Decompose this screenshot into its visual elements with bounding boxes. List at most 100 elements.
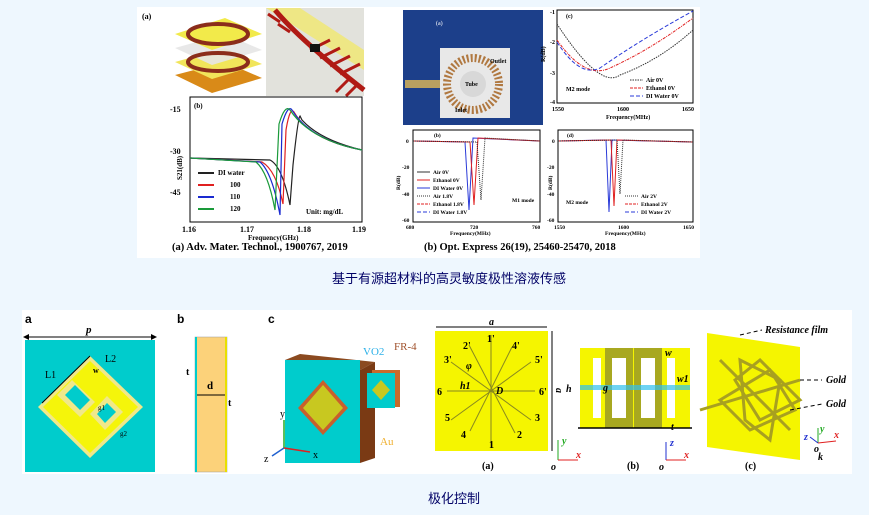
caption-sensing: 基于有源超材料的高灵敏度极性溶液传感 — [332, 272, 567, 287]
y-tick: -40 — [547, 192, 555, 198]
dim-label: p — [85, 324, 92, 336]
material-label: Gold — [826, 375, 847, 386]
photo-annotation: Outlet — [490, 59, 506, 65]
axis-label: o — [659, 462, 664, 473]
bottom-figure: a p L1 L2 w g1 g2 b t d t — [22, 310, 852, 474]
panel-label: b — [177, 312, 184, 326]
star-resonator-3d-view: Resistance film Gold Gold (c) y x z o k — [699, 325, 847, 472]
y-axis-label: R(dB) — [540, 46, 547, 62]
s21-chart: (b) -15 -30 -45 1.16 1.17 1.18 1.19 Freq… — [170, 96, 366, 242]
dim-label: D — [495, 386, 503, 397]
chart-c: (c) -1 -2 -3 -4 1550 1600 1650 Frequency… — [540, 9, 694, 121]
layered-sensor-rendering: (a) — [142, 12, 262, 93]
y-tick: -60 — [402, 218, 410, 224]
unit-cell-side-view: b t d t — [177, 312, 232, 473]
panel-label: c — [268, 312, 275, 326]
series-di-water — [189, 114, 363, 206]
legend-label: DI Water 0V — [433, 186, 463, 192]
dim-label: w — [93, 366, 99, 375]
axis-label: y — [819, 424, 825, 435]
citation-right: (b) Opt. Express 26(19), 25460-25470, 20… — [424, 242, 616, 253]
y-tick: -20 — [402, 165, 410, 171]
axis-label: o — [814, 444, 819, 455]
citation-left: (a) Adv. Mater. Technol., 1900767, 2019 — [172, 242, 348, 253]
legend-label: Air 2V — [641, 194, 657, 200]
legend-label: DI water — [218, 169, 245, 177]
dim-label: w1 — [677, 374, 689, 385]
photo-annotation: Inlet — [455, 108, 467, 114]
legend-label: Ethanol 2V — [641, 202, 668, 208]
material-label: Resistance film — [764, 325, 828, 336]
x-axis-label: Frequency(MHz) — [450, 230, 491, 237]
y-tick: 0 — [406, 139, 409, 145]
spoke-label: 3' — [444, 355, 452, 366]
panel-label: (a) — [436, 20, 443, 27]
y-tick: -45 — [170, 188, 181, 197]
axis-label: z — [264, 454, 269, 465]
x-tick: 1.16 — [182, 225, 196, 234]
axis-label: y — [561, 436, 567, 447]
legend-label: Ethanol 0V — [433, 178, 460, 184]
x-tick: 1650 — [683, 225, 694, 231]
legend: DI water 100 110 120 — [198, 169, 245, 213]
axis-label: o — [551, 462, 556, 473]
axis-label: z — [669, 438, 674, 449]
legend-label: Ethanol 1.8V — [433, 202, 464, 208]
dim-label: h1 — [460, 381, 471, 392]
axis-label: x — [313, 450, 318, 461]
spoke-label: 5 — [445, 413, 450, 424]
spoke-label: 6 — [437, 387, 442, 398]
mode-label: M2 mode — [566, 87, 590, 93]
x-tick: 720 — [470, 225, 479, 231]
caption-polarization: 极化控制 — [428, 492, 481, 507]
y-tick: -30 — [170, 147, 181, 156]
dim-label: t — [228, 398, 232, 409]
x-tick: 1.19 — [352, 225, 366, 234]
panel-label: a — [25, 312, 32, 326]
legend-label: DI Water 1.8V — [433, 210, 467, 216]
panel-label: (b) — [194, 102, 203, 110]
mode-label: M1 mode — [512, 198, 535, 204]
legend-label: Ethanol 0V — [646, 86, 676, 92]
y-tick: -1 — [550, 10, 555, 16]
dim-label: L1 — [45, 370, 56, 381]
legend-label: DI Water 0V — [646, 94, 679, 100]
angle-label: φ — [466, 361, 472, 372]
unit-cell-3d-view: c VO2 FR-4 Au y x z — [264, 312, 417, 465]
dim-label: a — [553, 388, 564, 393]
y-tick: -4 — [550, 100, 555, 106]
top-figure: (a) (b) -15 -30 -45 1.16 1.17 1.18 1.19 — [137, 7, 700, 258]
wave-vector-label: k — [818, 452, 823, 463]
y-axis-label: R(dB) — [547, 175, 554, 190]
dim-label: a — [489, 317, 494, 328]
y-tick: -20 — [547, 165, 555, 171]
y-tick: -2 — [550, 40, 555, 46]
x-tick: 760 — [532, 225, 541, 231]
star-resonator-side-view: h w w1 g t (b) z x o — [566, 348, 692, 473]
dim-label: t — [186, 367, 190, 378]
axis-label: x — [833, 430, 839, 441]
x-tick: 1600 — [618, 225, 629, 231]
x-tick: 1550 — [552, 107, 564, 113]
x-tick: 1.17 — [240, 225, 254, 234]
spoke-label: 6' — [539, 387, 547, 398]
x-axis-label: Frequency(MHz) — [606, 114, 650, 121]
legend-label: Air 0V — [433, 170, 449, 176]
spoke-label: 1' — [487, 334, 495, 345]
x-tick: 1.18 — [297, 225, 311, 234]
subfigure-caption: (b) — [627, 461, 639, 472]
material-label: Gold — [826, 399, 847, 410]
dim-label: L2 — [105, 354, 116, 365]
dim-label: g — [602, 383, 608, 394]
y-tick: -15 — [170, 105, 181, 114]
spoke-label: 5' — [535, 355, 543, 366]
spoke-label: 4 — [461, 430, 466, 441]
y-axis-label: S21(dB) — [176, 155, 184, 180]
y-axis-label: R(dB) — [395, 175, 402, 190]
chart-d: (d) 0 -20 -40 -60 1550 1600 1650 Frequen… — [547, 129, 694, 237]
x-tick: 1650 — [682, 107, 694, 113]
sensor-photo: (a) Outlet Tube Inlet — [403, 10, 543, 125]
resonator-closeup — [266, 8, 366, 98]
legend-label: 120 — [230, 205, 241, 213]
